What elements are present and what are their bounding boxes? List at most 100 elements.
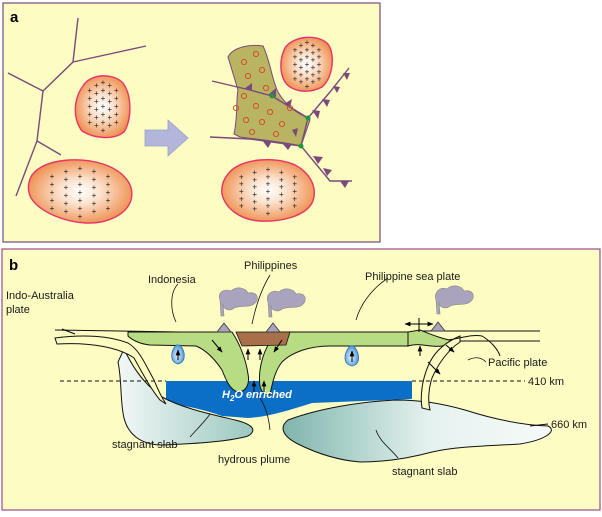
basin-circle-mark [286, 104, 294, 112]
crust-plus-mark: + [317, 45, 322, 54]
crust-plus-mark: + [317, 60, 322, 69]
crust-plus-mark: + [311, 63, 316, 72]
crust-plus-mark: + [94, 113, 99, 122]
crust-plus-mark: + [92, 175, 97, 184]
leader-lines [171, 274, 487, 459]
h2o-enriched-zone [166, 381, 412, 418]
crust-plus-mark: + [311, 56, 316, 65]
crust-plus-mark: + [266, 165, 271, 174]
crust-plus-mark: + [279, 183, 284, 192]
continental-block-left-lower [27, 159, 133, 224]
crust-plus-mark: + [279, 168, 284, 177]
panel-b: b [1, 248, 601, 511]
crust-plus-mark: + [106, 196, 111, 205]
crust-plus-mark: + [293, 60, 298, 69]
crust-plus-mark: + [266, 194, 271, 203]
crust-plus-mark: + [107, 105, 112, 114]
crust-plus-mark: + [78, 164, 83, 173]
stagnant-slab-right [282, 399, 552, 463]
crust-plus-mark: + [299, 56, 304, 65]
panel-a: a [2, 2, 381, 243]
crust-plus-mark: + [114, 102, 119, 111]
philippines-sediment [235, 331, 291, 347]
basin-circle-mark [252, 50, 260, 58]
crust-plus-mark: + [239, 194, 244, 203]
crust-plus-mark: + [266, 209, 271, 218]
crust-plus-mark: + [64, 183, 69, 192]
crust-plus-mark: + [101, 110, 106, 119]
pacific-slab [420, 335, 461, 411]
basin-circle-mark [252, 102, 260, 110]
crust-plus-mark: + [107, 121, 112, 130]
crust-plus-mark: + [92, 183, 97, 192]
basin-circle-mark [242, 116, 250, 124]
pacific-plate-outline [447, 335, 501, 357]
basin-circle-mark [272, 130, 280, 138]
crust-plus-mark: + [94, 121, 99, 130]
crust-plus-mark: + [107, 81, 112, 90]
crust-plus-mark: + [292, 172, 297, 181]
crust-plus-mark: + [114, 110, 119, 119]
crust-plus-mark: + [305, 38, 310, 47]
crust-plus-mark: + [317, 75, 322, 84]
crust-plus-mark: + [101, 78, 106, 87]
basin-circle-mark [278, 120, 286, 128]
basin-circle-mark [248, 128, 256, 136]
crust-plus-mark: + [87, 94, 92, 103]
label-philippine-sea-plate: Philippine sea plate [365, 271, 460, 283]
crust-plus-mark: + [266, 187, 271, 196]
crust-plus-mark: + [311, 70, 316, 79]
crust-plus-mark: + [239, 202, 244, 211]
crust-plus-mark: + [50, 196, 55, 205]
crust-plus-mark: + [252, 197, 257, 206]
panel-a-marks: ++++++++++++++++++++++++++++++++++++++++… [50, 38, 322, 221]
h2o-subscript: 2 [229, 394, 235, 403]
crust-plus-mark: + [293, 67, 298, 76]
basin-circle-mark [240, 92, 248, 100]
crust-plus-mark: + [292, 187, 297, 196]
crust-plus-mark: + [78, 212, 83, 221]
h2o-suffix: O enriched [234, 389, 292, 401]
h2o-prefix: H [222, 389, 231, 401]
crust-plus-mark: + [317, 53, 322, 62]
crust-plus-mark: + [114, 86, 119, 95]
crust-plus-mark: + [92, 199, 97, 208]
crust-plus-mark: + [293, 53, 298, 62]
crust-plus-mark: + [101, 118, 106, 127]
crust-plus-mark: + [279, 190, 284, 199]
crust-plus-mark: + [64, 199, 69, 208]
basin-circle-mark [258, 118, 266, 126]
indo-australia-slab [54, 335, 167, 405]
crust-plus-mark: + [78, 188, 83, 197]
basin-circle-mark [232, 104, 240, 112]
crust-plus-mark: + [114, 118, 119, 127]
crust-plus-mark: + [252, 183, 257, 192]
label-depth-410: 410 km [528, 376, 564, 388]
transition-arrow [144, 119, 189, 157]
crust-plus-mark: + [64, 191, 69, 200]
crust-plus-mark: + [299, 70, 304, 79]
crust-plus-mark: + [94, 97, 99, 106]
continental-block-right-lower [221, 159, 315, 222]
crust-plus-mark: + [293, 45, 298, 54]
plate-boundaries-left [7, 17, 147, 197]
crust-plus-mark: + [78, 196, 83, 205]
crust-plus-mark: + [101, 94, 106, 103]
crust-plus-mark: + [305, 60, 310, 69]
crust-plus-mark: + [50, 188, 55, 197]
crust-plus-mark: + [64, 167, 69, 176]
crust-plus-mark: + [87, 86, 92, 95]
basin-circle-mark [258, 66, 266, 74]
crust-plus-mark: + [87, 118, 92, 127]
indo-australia-leader [61, 328, 76, 335]
crust-plus-mark: + [64, 175, 69, 184]
label-indo-australia-line1: Indo-Australia [6, 290, 75, 302]
crust-plus-mark: + [107, 97, 112, 106]
continental-block-left-upper [74, 75, 131, 139]
crust-plus-mark: + [106, 188, 111, 197]
volcanoes [216, 321, 446, 333]
triple-junctions [269, 93, 311, 149]
label-stagnant-slab-left: stagnant slab [112, 439, 177, 451]
label-indo-australia-line2: plate [6, 304, 30, 316]
